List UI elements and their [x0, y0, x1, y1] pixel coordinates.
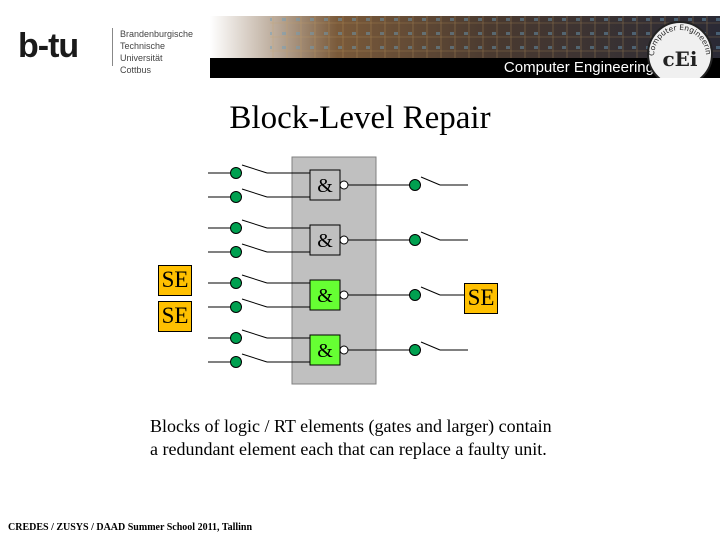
- output-switch: [420, 286, 441, 296]
- connection-node: [230, 277, 242, 289]
- spare-element-label: SE: [161, 303, 189, 328]
- block-repair-diagram: & & & &: [208, 156, 468, 385]
- btu-logo-mark: b-tu: [18, 27, 79, 65]
- emblem-letters: cEi: [662, 47, 697, 71]
- slide-title: Block-Level Repair: [229, 100, 491, 136]
- input-switch: [241, 274, 268, 284]
- spare-element-box: SE: [158, 301, 192, 332]
- inverter-bubble: [339, 290, 349, 300]
- spare-element-label: SE: [467, 285, 495, 310]
- connection-node: [409, 289, 421, 301]
- caption-line: Blocks of logic / RT elements (gates and…: [150, 416, 552, 436]
- connection-node: [409, 179, 421, 191]
- caption-line: a redundant element each that can replac…: [150, 439, 547, 459]
- inverter-bubble: [339, 345, 349, 355]
- connection-node: [230, 246, 242, 258]
- input-switch: [241, 298, 268, 308]
- connection-node: [230, 332, 242, 344]
- university-name: Brandenburgische Technische Universität …: [120, 28, 208, 76]
- spare-element-box: SE: [158, 265, 192, 296]
- connection-node: [409, 234, 421, 246]
- connection-node: [230, 191, 242, 203]
- and-gate: [309, 224, 341, 256]
- output-switch: [420, 231, 441, 241]
- output-switch: [420, 341, 441, 351]
- and-gate: [309, 169, 341, 201]
- gates: & & & &: [309, 169, 349, 366]
- connection-node: [409, 344, 421, 356]
- gate-symbol: &: [317, 340, 333, 362]
- computer-engineering-emblem: Computer Engineering cEi: [644, 16, 713, 78]
- banner-title: Computer Engineering: [503, 59, 654, 76]
- input-switch: [241, 164, 268, 174]
- gate-symbol: &: [317, 230, 333, 252]
- inverter-bubble: [339, 180, 349, 190]
- input-switch: [241, 353, 268, 363]
- gate-symbol: &: [317, 285, 333, 307]
- footer: CREDES / ZUSYS / DAAD Summer School 2011…: [8, 522, 253, 533]
- input-switch: [241, 188, 268, 198]
- output-switch: [420, 176, 441, 186]
- university-name-line: Cottbus: [120, 65, 152, 75]
- university-name-line: Technische Universität: [120, 41, 166, 63]
- logo-separator: [112, 28, 113, 66]
- connection-node: [230, 301, 242, 313]
- inverter-bubble: [339, 235, 349, 245]
- nodes: [230, 167, 421, 368]
- btu-logo: b-tu Brandenburgische Technische Univers…: [18, 24, 208, 76]
- input-switch: [241, 329, 268, 339]
- banner-strip: [210, 58, 720, 78]
- university-name-line: Brandenburgische: [120, 29, 194, 39]
- header-banner: Computer Engineering Computer Engineerin…: [210, 16, 720, 78]
- gate-symbol: &: [317, 175, 333, 197]
- input-switch: [241, 219, 268, 229]
- input-switch: [241, 243, 268, 253]
- spare-element-box: SE: [464, 283, 498, 314]
- and-gate: [309, 279, 341, 311]
- caption: Blocks of logic / RT elements (gates and…: [150, 415, 552, 461]
- connection-node: [230, 222, 242, 234]
- connection-node: [230, 167, 242, 179]
- spare-element-label: SE: [161, 267, 189, 292]
- connection-node: [230, 356, 242, 368]
